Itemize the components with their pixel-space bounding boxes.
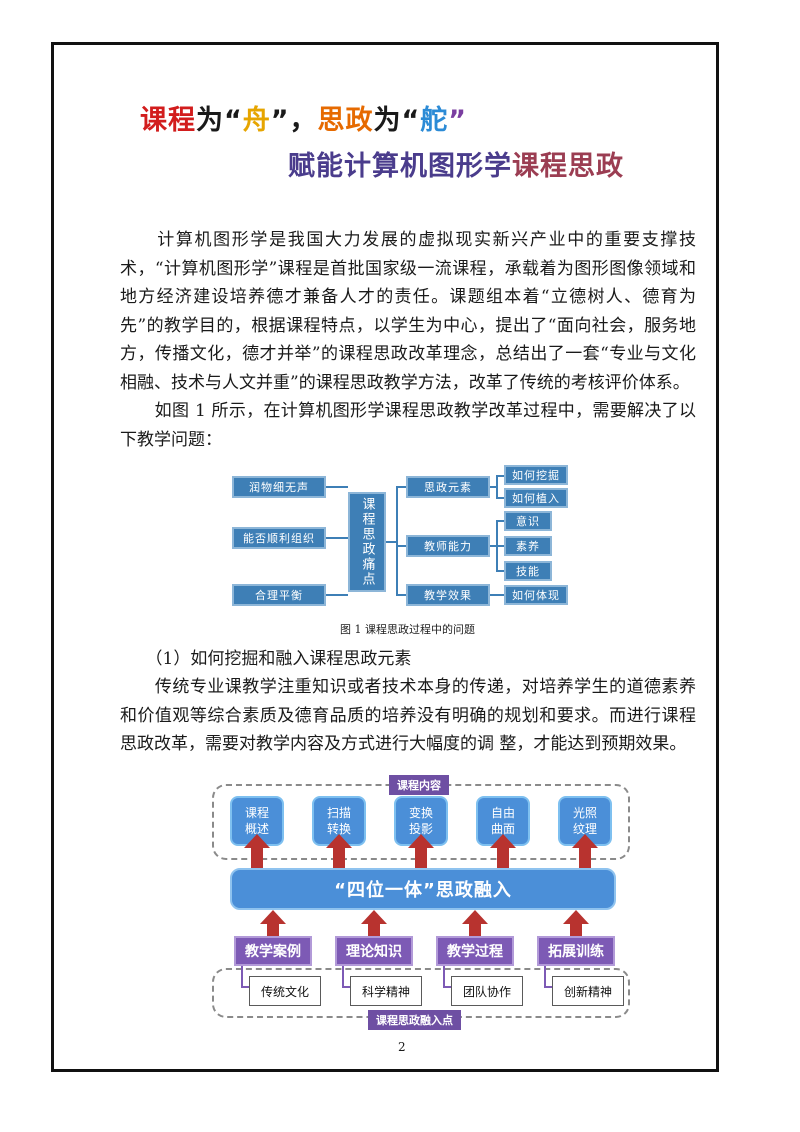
title-line-2: 赋能计算机图形学课程思政 <box>288 144 624 183</box>
integration-point-label: 课程思政融入点 <box>368 1010 461 1030</box>
fig1-connector <box>386 541 398 543</box>
fig1-middle-box: 教学效果 <box>406 584 490 606</box>
fig1-connector <box>326 486 348 488</box>
title-seg: 为“ <box>373 105 421 136</box>
figure-2-diagram: 课程内容 课程 概述 扫描 转换 变换 投影 自由 曲面 光照 纹理 “四位一体… <box>208 772 634 1034</box>
fig2-connector <box>544 966 546 988</box>
fig1-connector <box>496 545 504 547</box>
title-seg: 思政 <box>317 105 374 136</box>
title-seg: 为“ <box>196 105 243 136</box>
fig1-connector <box>496 497 504 499</box>
fig1-connector <box>490 486 498 488</box>
up-arrow-icon <box>572 834 598 868</box>
title-seg: ” <box>448 105 467 136</box>
fig2-connector <box>443 986 451 988</box>
title-line-1: 课程为“舟”，思政为“舵” <box>140 98 467 137</box>
fig1-right-box: 如何植入 <box>504 488 568 508</box>
fig2-connector <box>241 986 249 988</box>
fig1-right-box: 素养 <box>504 536 552 556</box>
method-box: 拓展训练 <box>537 936 615 966</box>
title-seg: 赋能计算机图形学 <box>288 151 512 182</box>
fig2-connector <box>241 966 243 988</box>
fig1-right-box: 技能 <box>504 561 552 581</box>
paragraph-intro: 计算机图形学是我国大力发展的虚拟现实新兴产业中的重要支撑技术，“计算机图形学”课… <box>120 230 696 393</box>
fig1-connector <box>396 545 406 547</box>
title-seg: ”， <box>270 105 318 136</box>
fig2-connector <box>544 986 552 988</box>
content-group-label: 课程内容 <box>389 775 449 795</box>
up-arrow-icon <box>326 834 352 868</box>
paragraph-body: 传统专业课教学注重知识或者技术本身的传递，对培养学生的道德素养和价值观等综合素质… <box>120 677 696 754</box>
fig1-connector <box>326 537 348 539</box>
section-heading: （1）如何挖掘和融入课程思政元素 <box>120 649 412 669</box>
value-box: 创新精神 <box>552 976 624 1006</box>
fig1-connector <box>496 475 504 477</box>
value-box: 传统文化 <box>249 976 321 1006</box>
fig1-middle-box: 教师能力 <box>406 535 490 557</box>
up-arrow-icon <box>244 834 270 868</box>
fig1-connector <box>396 486 406 488</box>
fig1-connector <box>496 570 504 572</box>
fig1-connector <box>490 594 504 596</box>
fig1-connector <box>396 594 406 596</box>
title-seg: 舟 <box>242 105 271 136</box>
fig1-connector <box>326 594 348 596</box>
integration-banner: “四位一体”思政融入 <box>230 868 616 910</box>
fig2-connector <box>342 986 350 988</box>
fig1-connector <box>490 545 498 547</box>
paragraph-figure-ref: 如图 1 所示，在计算机图形学课程思政教学改革过程中，需要解决了以下教学问题： <box>120 401 696 450</box>
method-box: 理论知识 <box>335 936 413 966</box>
fig1-middle-box: 思政元素 <box>406 476 490 498</box>
method-box: 教学过程 <box>436 936 514 966</box>
page-border <box>51 42 719 1072</box>
fig1-left-box: 润物细无声 <box>232 476 326 498</box>
fig1-connector <box>396 486 398 596</box>
fig1-center-box: 课程思政痛点 <box>348 492 386 592</box>
fig1-connector <box>496 520 504 522</box>
fig2-connector <box>443 966 445 988</box>
title-seg: 课程思政 <box>512 151 624 182</box>
value-box: 科学精神 <box>350 976 422 1006</box>
fig1-left-box: 合理平衡 <box>232 584 326 606</box>
fig1-connector <box>496 475 498 499</box>
value-box: 团队协作 <box>451 976 523 1006</box>
figure-1-caption: 图 1 课程思政过程中的问题 <box>340 623 475 636</box>
fig1-left-box: 能否顺利组织 <box>232 527 326 549</box>
page-number: 2 <box>398 1040 406 1054</box>
fig1-right-box: 意识 <box>504 511 552 531</box>
title-seg: 舵 <box>420 105 449 136</box>
title-seg: 课程 <box>140 105 196 136</box>
fig1-right-box: 如何挖掘 <box>504 465 568 485</box>
figure-1-diagram: 润物细无声 能否顺利组织 合理平衡 课程思政痛点 思政元素 教师能力 教学效果 … <box>232 465 576 612</box>
fig2-connector <box>342 966 344 988</box>
up-arrow-icon <box>490 834 516 868</box>
method-box: 教学案例 <box>234 936 312 966</box>
up-arrow-icon <box>408 834 434 868</box>
fig1-right-box: 如何体现 <box>504 585 568 605</box>
